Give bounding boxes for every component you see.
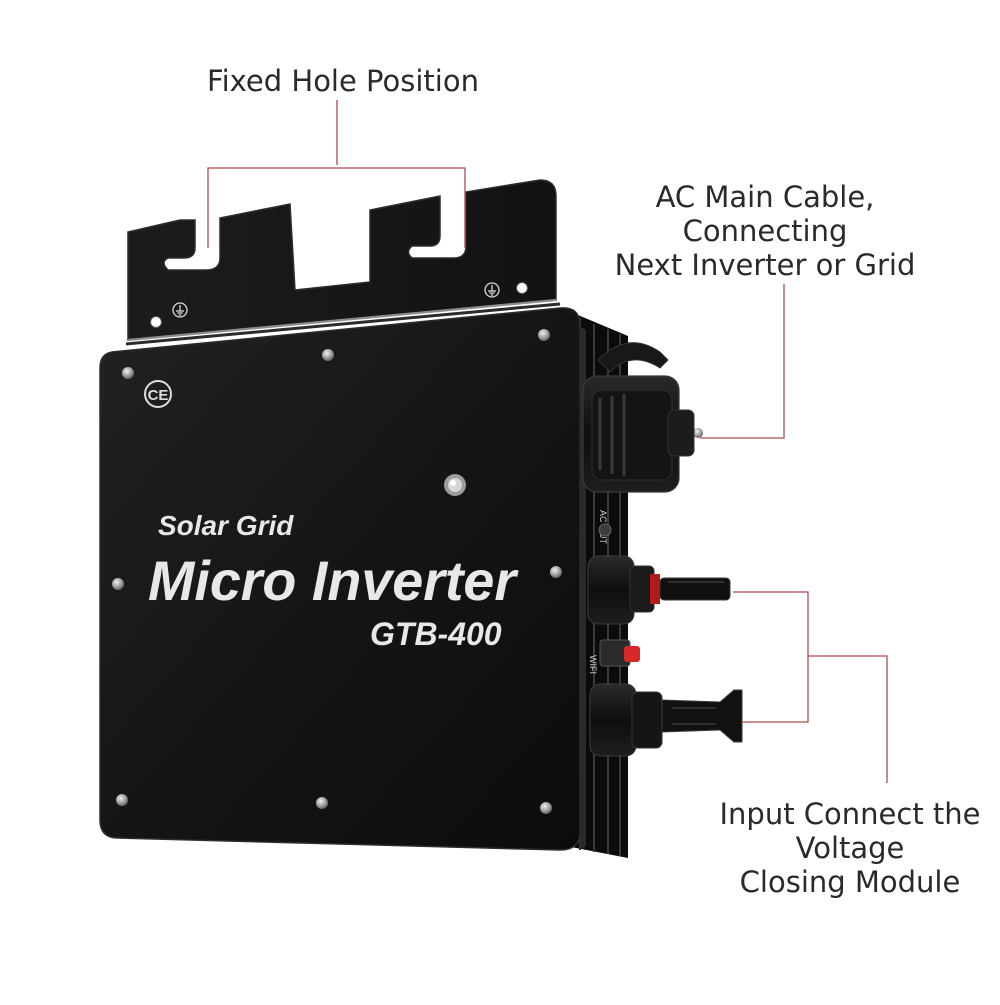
product-model: GTB-400 <box>370 616 502 652</box>
callout-ac-line3: Next Inverter or Grid <box>614 248 916 282</box>
callout-input-line3: Closing Module <box>739 865 961 899</box>
callout-input-line2: Voltage <box>795 831 905 865</box>
product-subtitle: Solar Grid <box>158 510 294 541</box>
callout-ac-line1: AC Main Cable, <box>655 180 875 214</box>
reset-button-icon <box>599 639 640 667</box>
product-title: Micro Inverter <box>148 549 519 612</box>
mounting-bracket <box>127 179 557 341</box>
ground-icon <box>484 282 500 298</box>
ac-output-connector <box>582 342 703 493</box>
led-indicator-icon <box>444 474 466 496</box>
indicator-port-icon <box>598 523 612 537</box>
inverter-body <box>99 307 581 851</box>
callout-fixed-hole-line1: Fixed Hole Position <box>207 64 479 98</box>
body-screws <box>112 329 562 814</box>
callout-ac-main-cable: AC Main Cable, Connecting Next Inverter … <box>600 180 930 282</box>
ce-mark-icon: CE <box>144 380 172 408</box>
callout-fixed-hole-position: Fixed Hole Position <box>170 64 516 98</box>
ground-icon <box>172 302 188 318</box>
leader-lines <box>207 100 888 783</box>
ce-mark-text: CE <box>148 387 169 404</box>
dc-input-connector-2 <box>589 683 743 757</box>
callout-input-line1: Input Connect the <box>719 797 981 831</box>
side-label-wifi: WIFI <box>588 655 598 674</box>
dc-input-connector-1 <box>587 555 731 625</box>
callout-ac-line2: Connecting <box>682 214 848 248</box>
callout-input-connect: Input Connect the Voltage Closing Module <box>700 797 1000 899</box>
